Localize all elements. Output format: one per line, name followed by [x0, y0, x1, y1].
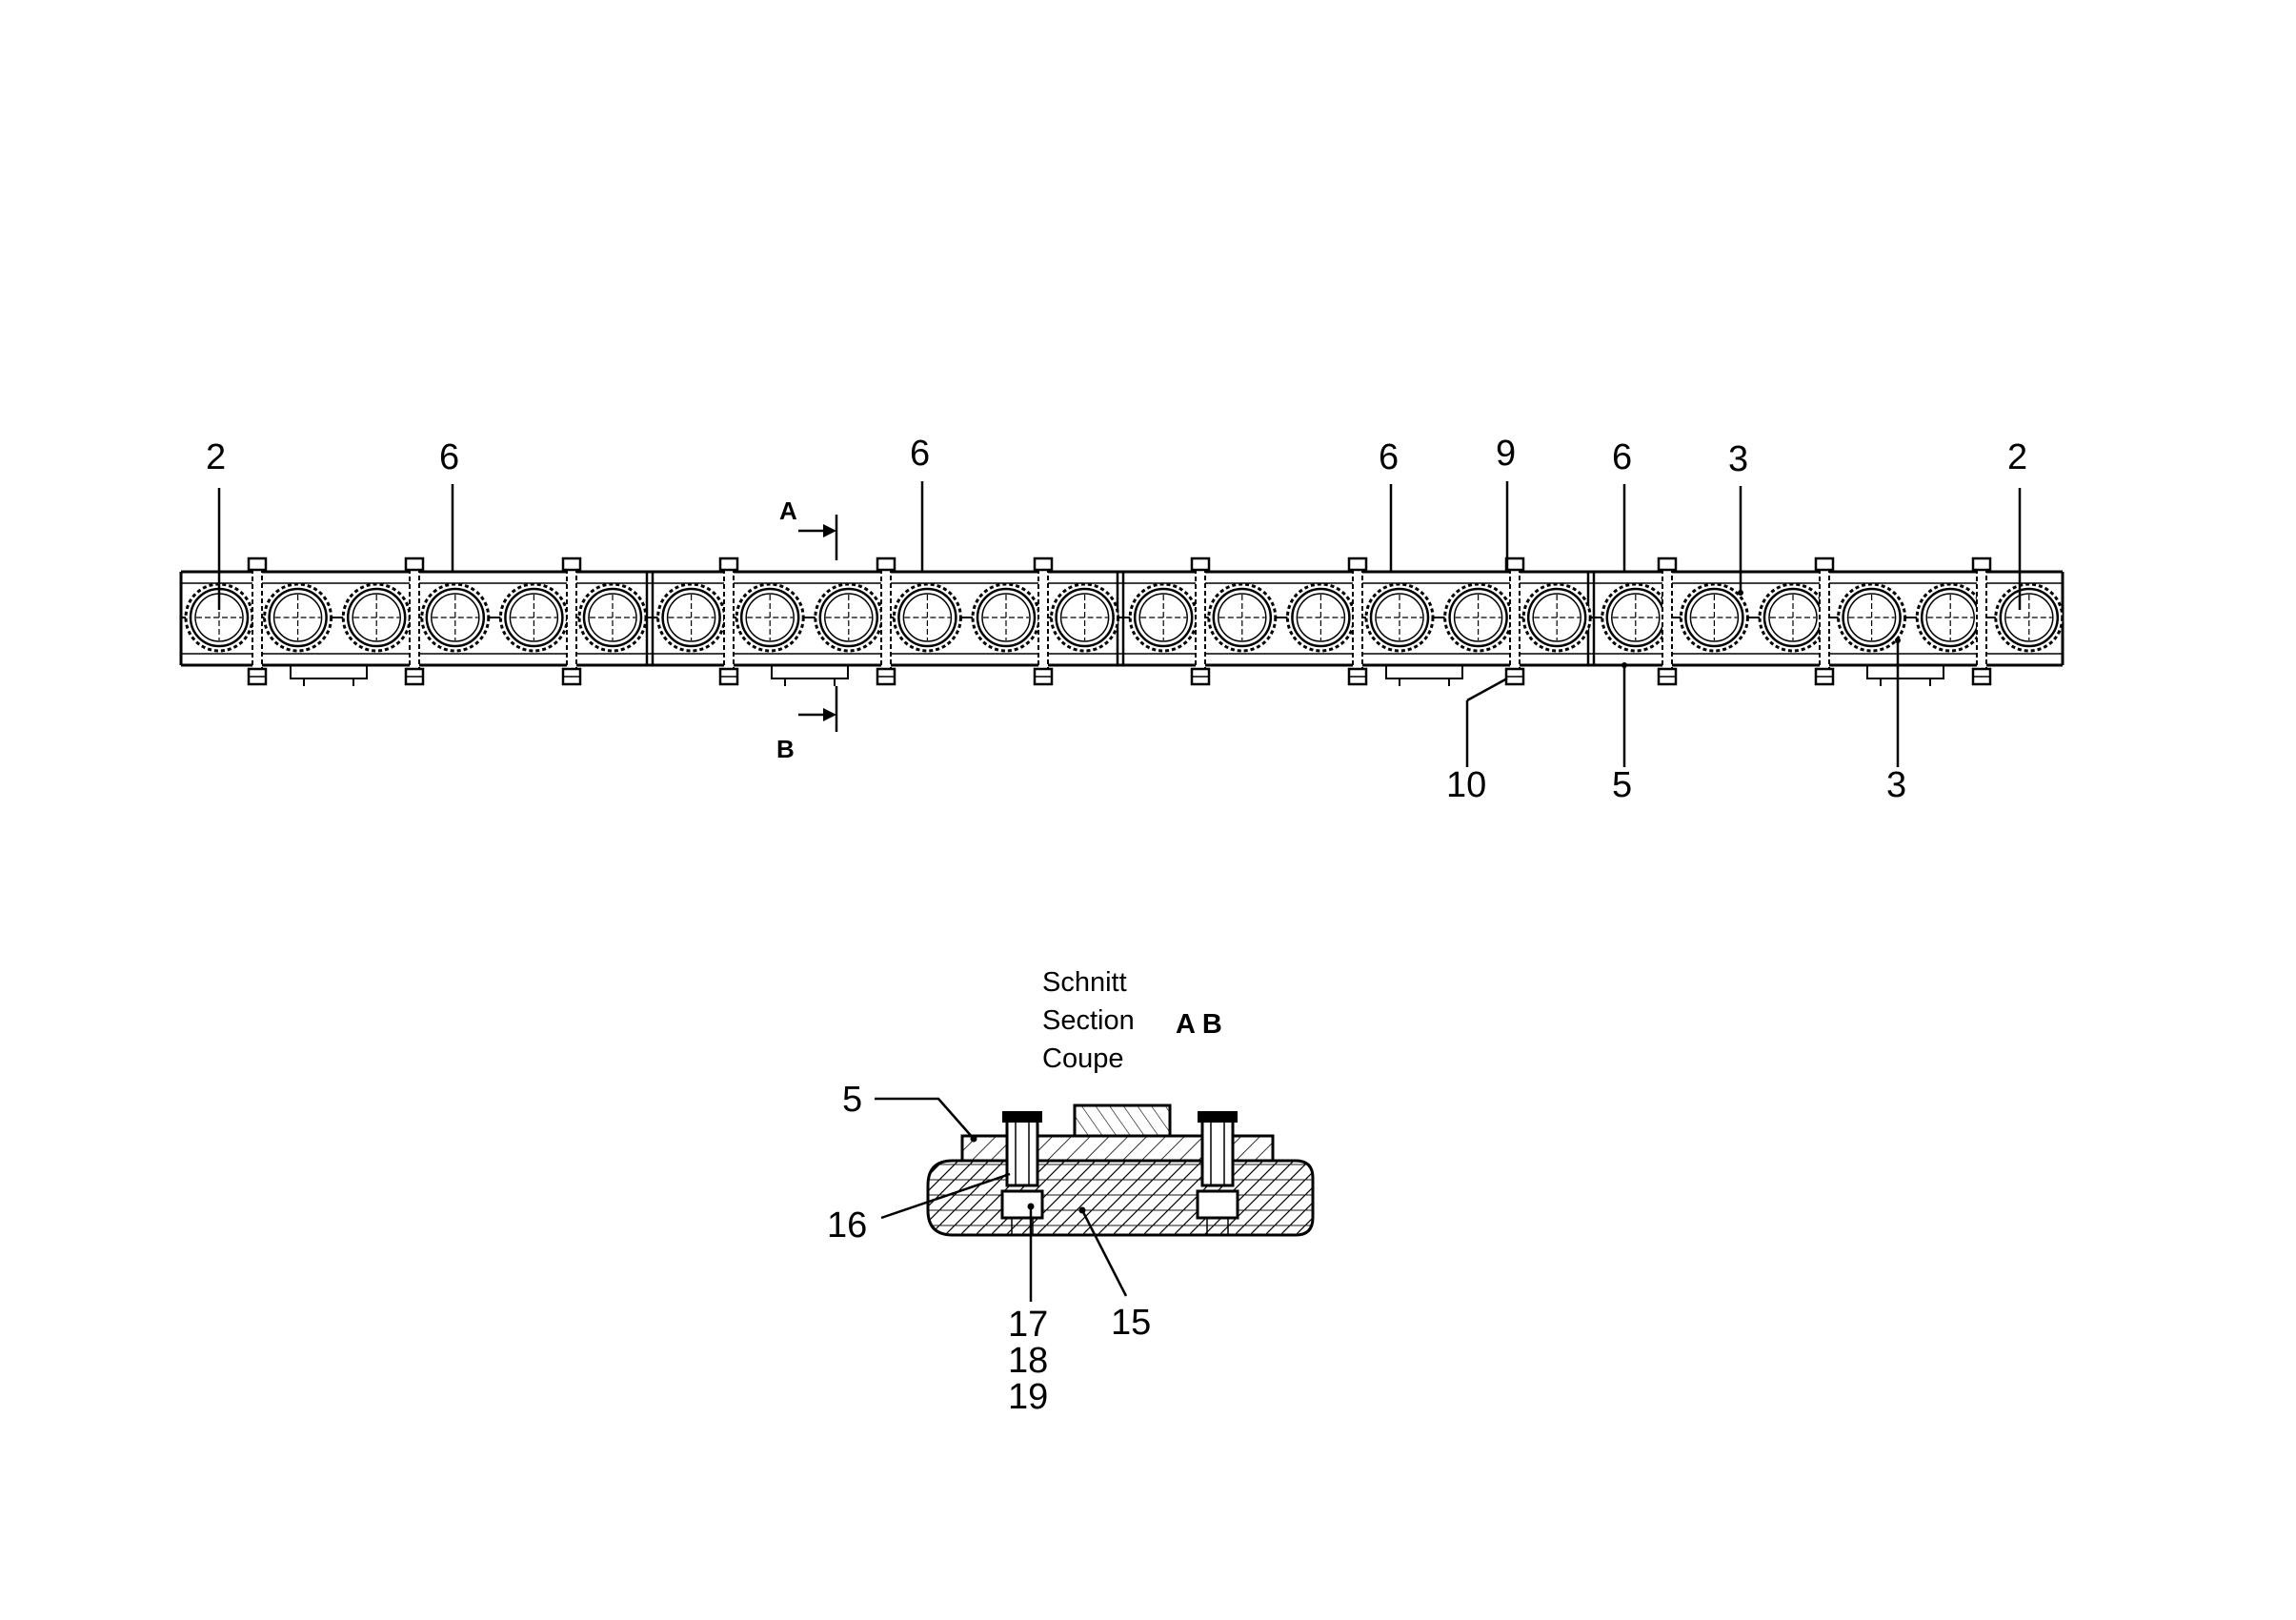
section-heading: Schnitt Section Coupe A B	[1042, 967, 1222, 1074]
clamp-bolt	[247, 557, 268, 686]
support-brackets	[290, 665, 1944, 686]
main-callouts: 2 6 6 6 9 6 3 2 10 5 3	[206, 434, 2027, 805]
section-callout-15: 15	[1111, 1303, 1151, 1343]
callout-10: 10	[1446, 765, 1486, 805]
support-bracket	[1866, 665, 1944, 686]
clamp-bolt	[561, 557, 582, 686]
section-leader-dots	[970, 1135, 1086, 1214]
roller	[735, 582, 805, 653]
clamp-bolt	[1190, 557, 1211, 686]
roller	[498, 582, 569, 653]
roller	[420, 582, 491, 653]
callout-2-left: 2	[206, 437, 226, 477]
clamp-bolt	[876, 557, 896, 686]
roller	[971, 582, 1041, 653]
leader-dots	[1621, 590, 1901, 668]
section-cut-marker: A B	[776, 496, 838, 763]
support-bracket	[1385, 665, 1463, 686]
callout-6-a: 6	[439, 437, 459, 477]
section-callouts: 5 16 15 17 18 19	[827, 1080, 1151, 1417]
roller	[656, 582, 727, 653]
callout-6-d: 6	[1612, 437, 1632, 477]
clamp-bolt	[404, 557, 425, 686]
callout-3-bottom: 3	[1886, 765, 1906, 805]
section-callout-17: 17	[1008, 1305, 1048, 1345]
callout-2-right: 2	[2007, 437, 2027, 477]
roller	[1837, 582, 1907, 653]
roller	[1443, 582, 1514, 653]
section-heading-fr: Coupe	[1042, 1043, 1123, 1074]
callout-3-top: 3	[1728, 439, 1748, 479]
section-ab-view	[926, 1104, 1315, 1237]
clamp-bolt	[1657, 557, 1678, 686]
segment-joints	[645, 572, 1596, 665]
roller	[1679, 582, 1749, 653]
support-bracket	[771, 665, 849, 686]
clamp-bolt	[718, 557, 739, 686]
clamp-bolts	[247, 557, 1992, 686]
section-callout-5: 5	[842, 1080, 862, 1120]
section-heading-ab: A B	[1176, 1009, 1222, 1040]
section-heading-en: Section	[1042, 1005, 1135, 1036]
roller	[1285, 582, 1356, 653]
roller	[263, 582, 333, 653]
roller	[577, 582, 648, 653]
clamp-bolt	[1504, 557, 1525, 686]
section-callout-19: 19	[1008, 1377, 1048, 1417]
roller	[892, 582, 962, 653]
section-heading-de: Schnitt	[1042, 967, 1127, 998]
roller	[1207, 582, 1278, 653]
clamp-bolt	[1814, 557, 1835, 686]
clamp-bolt	[1971, 557, 1992, 686]
roller-row	[184, 582, 2064, 653]
callout-6-c: 6	[1379, 437, 1399, 477]
section-callout-16: 16	[827, 1205, 867, 1245]
callout-9: 9	[1496, 434, 1516, 474]
clamp-bolt	[1347, 557, 1368, 686]
roller-conveyor-assembly	[179, 557, 2064, 686]
roller	[814, 582, 884, 653]
roller	[1994, 582, 2064, 653]
roller	[1128, 582, 1198, 653]
callout-6-b: 6	[910, 434, 930, 474]
section-mark-b: B	[776, 735, 795, 763]
section-callout-18: 18	[1008, 1341, 1048, 1381]
section-mark-a: A	[779, 496, 797, 525]
support-bracket	[290, 665, 368, 686]
roller	[1521, 582, 1592, 653]
callout-5: 5	[1612, 765, 1632, 805]
clamp-bolt	[1033, 557, 1054, 686]
roller	[1364, 582, 1435, 653]
roller	[1050, 582, 1120, 653]
roller	[1758, 582, 1828, 653]
roller	[341, 582, 412, 653]
main-leader-lines	[217, 481, 2022, 767]
section-leader-lines	[875, 1097, 1128, 1302]
roller	[1601, 582, 1671, 653]
roller	[184, 582, 254, 653]
roller	[1915, 582, 1985, 653]
